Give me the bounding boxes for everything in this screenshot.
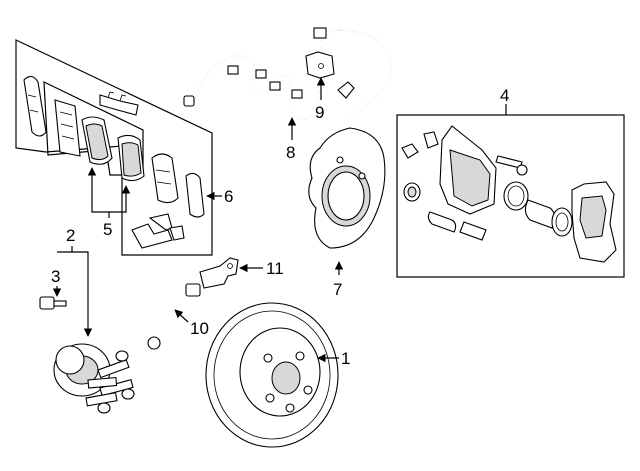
callout-5-bracket [91, 172, 127, 213]
callout-6: 6 [224, 187, 233, 206]
callout-7: 7 [333, 280, 342, 299]
hose-bracket [199, 257, 239, 289]
callout-3: 3 [51, 267, 60, 286]
sensor-clip [305, 51, 335, 79]
callout-5: 5 [103, 220, 112, 239]
callout-9: 9 [315, 103, 324, 122]
brake-hose [144, 283, 201, 350]
bolt [39, 296, 67, 310]
splash-shield [308, 127, 386, 249]
callout-1: 1 [341, 349, 350, 368]
caliper-kit-panel [396, 114, 625, 278]
callout-10: 10 [190, 319, 209, 338]
pad-kit-panel [15, 39, 213, 256]
callout-2: 2 [66, 226, 75, 245]
brake-rotor [205, 302, 339, 448]
abs-sensor-wire [183, 27, 392, 121]
callout-4: 4 [500, 86, 509, 105]
callout-leaders [52, 77, 507, 363]
hub-assembly [53, 343, 135, 414]
callout-11: 11 [266, 259, 284, 278]
callout-8: 8 [286, 143, 295, 162]
